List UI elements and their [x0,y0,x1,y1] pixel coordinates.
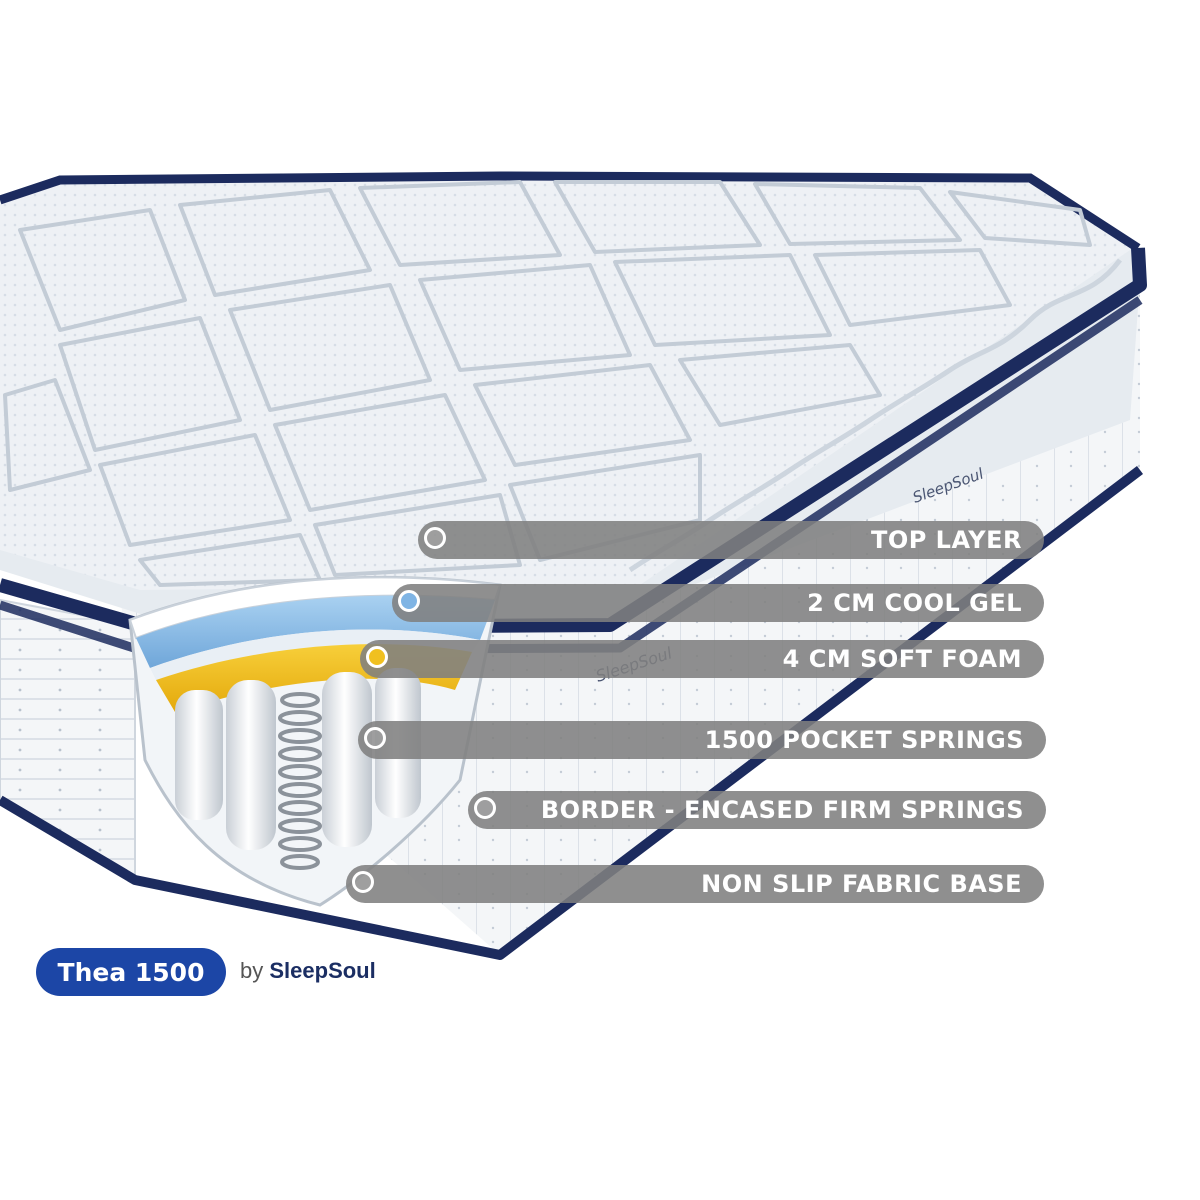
callout-dot-icon [424,527,446,549]
pocket-spring [278,692,322,870]
callout-dot-icon [474,797,496,819]
top-surface [0,176,1133,590]
brand-byline: by SleepSoul [240,958,376,983]
top-piping [0,171,1141,252]
product-name-badge: Thea 1500 [36,948,226,996]
callout-pocket-springs: 1500 POCKET SPRINGS [358,721,1046,759]
callout-dot-icon [366,646,388,668]
bottom-piping [0,466,1144,960]
brand-name: SleepSoul [269,958,376,983]
callout-top-layer: TOP LAYER [418,521,1044,559]
quilt-pattern [3,180,1092,587]
product-name: Thea 1500 [57,957,205,987]
callout-soft-foam: 4 CM SOFT FOAM [360,640,1044,678]
mattress-side-front [0,600,135,880]
callout-dot-icon [352,871,374,893]
callout-dot-icon [398,590,420,612]
callout-border-springs: BORDER - ENCASED FIRM SPRINGS [468,791,1046,829]
callout-fabric-base: NON SLIP FABRIC BASE [346,865,1044,903]
callout-dot-icon [364,727,386,749]
callout-cool-gel: 2 CM COOL GEL [392,584,1044,622]
